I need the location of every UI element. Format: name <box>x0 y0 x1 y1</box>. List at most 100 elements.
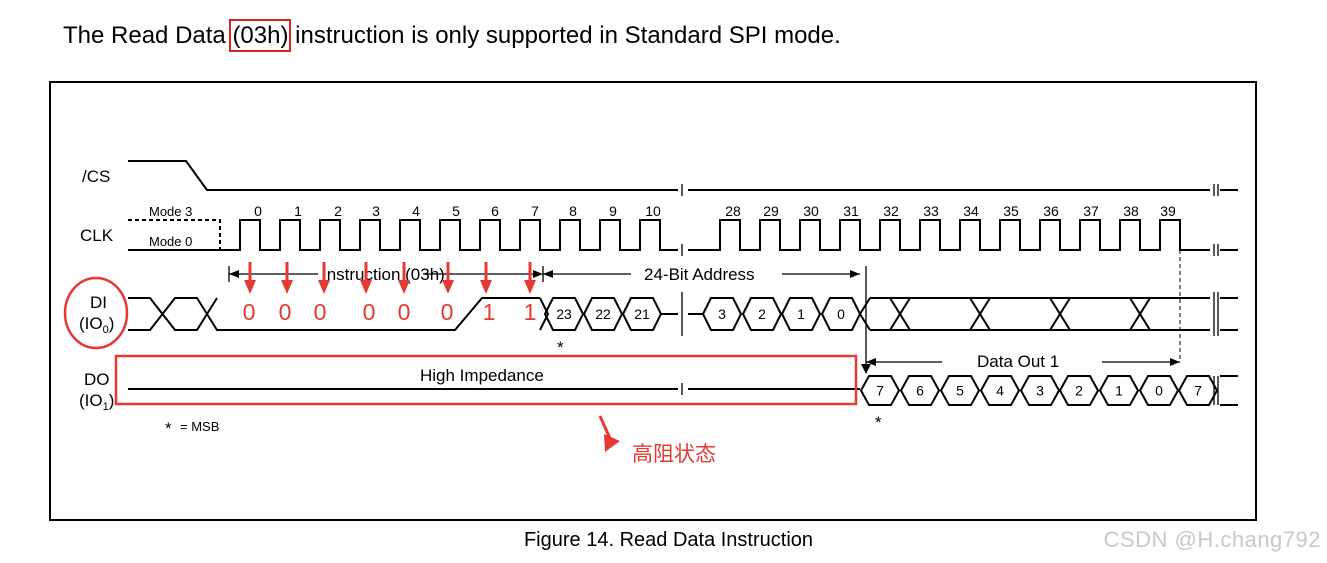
mode3-dashed-line <box>128 219 221 250</box>
red-arrow-head <box>281 280 293 294</box>
do-io-label: (IO1) <box>79 391 114 413</box>
clock-number: 8 <box>569 203 577 219</box>
handwritten-bit: 1 <box>483 299 496 325</box>
msb-legend-asterisk: * <box>165 419 172 438</box>
msb-legend-text: = MSB <box>180 419 219 434</box>
red-arrow-head <box>442 280 454 294</box>
di-break-marks <box>681 292 1219 336</box>
clk-waveform-2 <box>688 219 1238 251</box>
red-arrow-head <box>524 280 536 294</box>
cs-break-marks <box>681 184 1219 196</box>
di-io-label: (IO0) <box>79 314 114 336</box>
di-bus-end <box>859 297 871 331</box>
dimension-arrowheads <box>229 270 1180 374</box>
di-waveform-lines <box>128 297 550 331</box>
do-tail <box>1220 375 1238 406</box>
heading-text-after: instruction is only supported in Standar… <box>288 22 841 49</box>
do-data-cell <box>1058 375 1100 406</box>
mode3-label: Mode 3 <box>149 204 192 219</box>
di-address-bit-label: 23 <box>556 306 572 322</box>
chinese-note: 高阻状态 <box>632 442 716 466</box>
di-address-bit-label: 21 <box>634 306 650 322</box>
opcode-highlight: (03h) <box>229 19 292 52</box>
do-data-bit-label: 2 <box>1075 383 1083 399</box>
di-address-bit-label: 22 <box>595 306 611 322</box>
di-msb-asterisk: * <box>557 338 564 357</box>
di-label: DI <box>90 293 107 312</box>
do-data-cell <box>979 375 1021 406</box>
red-arrow-head <box>244 280 256 294</box>
di-dont-care <box>870 297 1238 331</box>
clock-number: 38 <box>1123 203 1139 219</box>
high-impedance-label: High Impedance <box>420 366 544 385</box>
clock-number: 30 <box>803 203 819 219</box>
do-data-bit-label: 0 <box>1155 383 1163 399</box>
clock-number: 35 <box>1003 203 1019 219</box>
clock-number: 28 <box>725 203 741 219</box>
red-bit-arrows <box>244 262 536 294</box>
heading-text-before: The Read Data <box>63 22 233 49</box>
do-data-cell <box>899 375 941 406</box>
cs-waveform <box>128 160 1238 191</box>
watermark: CSDN @H.chang792 <box>1103 527 1321 552</box>
do-data-bit-label: 3 <box>1036 383 1044 399</box>
data-out-label: Data Out 1 <box>977 352 1059 371</box>
clock-number: 5 <box>452 203 460 219</box>
do-data-bit-label: 1 <box>1115 383 1123 399</box>
clock-number: 33 <box>923 203 939 219</box>
do-msb-asterisk: * <box>875 413 882 432</box>
clock-number: 39 <box>1160 203 1176 219</box>
do-data-cell <box>859 375 901 406</box>
instruction-label: Instruction (03h) <box>322 265 445 284</box>
heading-sentence: The Read Data (03h) instruction is only … <box>63 19 841 52</box>
clock-number: 29 <box>763 203 779 219</box>
high-impedance-highlight <box>114 354 858 406</box>
di-highlight-circle <box>63 276 129 350</box>
figure-frame <box>49 81 1257 521</box>
handwritten-bit: 0 <box>441 299 454 325</box>
do-data-cell <box>1098 375 1140 406</box>
clock-number: 31 <box>843 203 859 219</box>
di-address-cell <box>701 297 743 331</box>
do-label: DO <box>84 370 110 389</box>
clk-break-marks <box>681 244 1219 256</box>
cs-label: /CS <box>82 167 110 186</box>
do-data-bit-label: 5 <box>956 383 964 399</box>
di-address-bit-label: 2 <box>758 306 766 322</box>
di-address-bit-label: 3 <box>718 306 726 322</box>
address-label: 24-Bit Address <box>644 265 755 284</box>
clock-number: 1 <box>294 203 302 219</box>
clock-number: 0 <box>254 203 262 219</box>
clock-number: 4 <box>412 203 420 219</box>
mode0-label: Mode 0 <box>149 234 192 249</box>
figure-caption: Figure 14. Read Data Instruction <box>523 529 814 551</box>
red-arrow-head <box>360 280 372 294</box>
handwritten-bit: 0 <box>363 299 376 325</box>
di-address-bit-label: 1 <box>797 306 805 322</box>
chinese-note-arrow <box>598 415 620 452</box>
do-data-bit-label: 7 <box>1194 383 1202 399</box>
handwritten-bit: 0 <box>314 299 327 325</box>
red-arrow-head <box>398 280 410 294</box>
clock-number: 9 <box>609 203 617 219</box>
clk-waveform-1 <box>128 219 678 251</box>
clock-number: 10 <box>645 203 661 219</box>
clock-number: 7 <box>531 203 539 219</box>
handwritten-bit: 0 <box>279 299 292 325</box>
do-data-bit-label: 6 <box>916 383 924 399</box>
clock-number: 3 <box>372 203 380 219</box>
clock-number: 34 <box>963 203 979 219</box>
clock-number: 36 <box>1043 203 1059 219</box>
do-data-bit-label: 7 <box>876 383 884 399</box>
handwritten-bit: 0 <box>398 299 411 325</box>
red-arrow-head <box>480 280 492 294</box>
handwritten-bit: 1 <box>524 299 537 325</box>
di-address-cell <box>780 297 822 331</box>
do-data-cell <box>1177 375 1219 406</box>
di-address-bit-label: 0 <box>837 306 845 322</box>
